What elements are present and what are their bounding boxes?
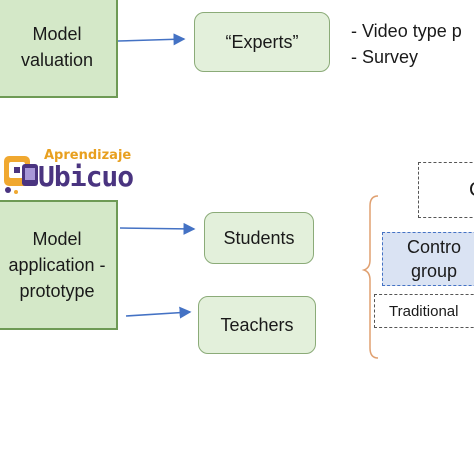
control-group-box: Contro group [382,232,474,286]
logo-line-aprendizaje: Aprendizaje [44,148,132,163]
bullet-survey: - Survey [351,47,419,67]
model-valuation-label: Model valuation [20,24,94,70]
experts-box: “Experts” [194,12,330,72]
model-application-label: Model application - prototype [8,229,106,301]
model-valuation-box: Model valuation [0,0,118,98]
logo-line-ubicuo: Ubicuo [38,160,134,193]
teachers-label: Teachers [220,314,294,335]
teachers-box: Teachers [198,296,316,354]
students-box: Students [204,212,314,264]
traditional-group-label: Traditional [389,302,459,320]
traditional-group-box: Traditional [374,294,474,328]
group-brace [361,195,379,359]
experts-label: “Experts” [225,31,299,52]
experimental-group-box: C [418,162,474,218]
experimental-group-fragment: C [469,179,474,202]
logo-devices-icon [4,156,38,194]
aprendizaje-ubicuo-logo: Aprendizaje Ubicuo [0,146,134,200]
arrow-to-teachers [125,306,192,319]
evaluation-bullet-list: - Video type p - Survey [351,18,462,70]
arrow-to-experts [117,33,186,46]
bullet-video-type: - Video type p [351,21,462,41]
control-group-label: Contro group [407,237,462,281]
students-label: Students [223,227,295,248]
arrow-to-students [119,222,196,235]
model-application-box: Model application - prototype [0,200,118,330]
